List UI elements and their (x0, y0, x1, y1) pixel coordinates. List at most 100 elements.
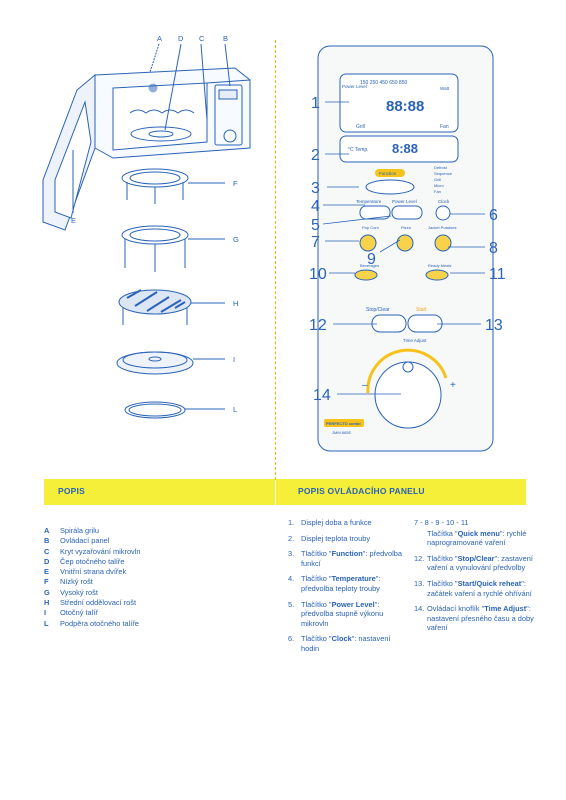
controls-list-number: 14. (414, 604, 425, 614)
display-power-scale: 150 250 450 650 850 (360, 80, 407, 86)
controls-list-number: 12. (414, 553, 425, 563)
parts-list-key: B (44, 536, 50, 546)
controls-list-text-bold: Start/Quick reheat (457, 578, 522, 588)
controls-list-text-bold: Time Adjust (484, 604, 527, 614)
legend-grill: Grill (434, 177, 441, 182)
callout-13: 13 (485, 317, 503, 334)
parts-list-key: I (44, 608, 47, 618)
parts-list-key: D (44, 556, 50, 566)
parts-list-item: A Spirála grilu (44, 526, 141, 536)
parts-list-item: D Čep otočného talíře (44, 557, 141, 567)
controls-list-text-post: ": rychlé naprogramované vaření (427, 528, 527, 548)
pizza-button[interactable] (396, 234, 414, 252)
controls-list-text-pre: Tlačítko " (301, 634, 332, 644)
start-button[interactable] (407, 314, 443, 333)
controls-list-text: Tlačítko "Stop/Clear": zastavení vaření … (427, 554, 534, 573)
controls-list-text-pre: Tlačítko " (301, 549, 332, 559)
figure-label-g: G (233, 235, 239, 244)
legend-sequence: Sequence (434, 171, 453, 176)
stop-clear-button[interactable] (371, 314, 407, 333)
header-popis-panelu: POPIS OVLÁDACÍHO PANELU (298, 486, 425, 496)
controls-list-text: Tlačítko "Power Level": předvolba stupně… (301, 600, 408, 629)
parts-list-item: B Ovládací panel (44, 536, 141, 546)
microwave-exploded-figure: A D C B E F G H I L (42, 34, 251, 419)
knob-minus: – (362, 380, 368, 391)
popcorn-button[interactable] (359, 234, 377, 252)
callout-11: 11 (489, 266, 506, 283)
controls-list-text-bold: Stop/Clear (457, 553, 495, 563)
parts-list-text: Čep otočného talíře (60, 556, 125, 566)
parts-list-text: Ovládací panel (60, 536, 110, 546)
controls-list-text-post: ": předvolba teploty trouby (301, 574, 381, 593)
controls-list-text-bold: Temperature (331, 574, 376, 584)
controls-list-number (414, 529, 427, 548)
controls-list-text-pre: Tlačítko " (301, 599, 332, 609)
display-temp-label: °C Temp. (348, 147, 369, 153)
function-label: Function (379, 171, 397, 176)
parts-list-item: F Nízký rošt (44, 577, 141, 587)
controls-list-item: 13.Tlačítko "Start/Quick reheat": začáte… (414, 579, 534, 598)
clock-button[interactable] (435, 205, 451, 221)
legend-fan: Fan (434, 189, 441, 194)
controls-list-text: Tlačítko "Clock": nastavení hodin (301, 634, 408, 653)
legend-micro: Micro (434, 183, 445, 188)
brand-label: PERFECTO combi (326, 421, 361, 426)
figure-label-l: L (233, 405, 237, 414)
controls-list-text-post: ": nastavení přesného času a doby vaření (427, 604, 534, 633)
callout-9: 9 (367, 251, 376, 268)
callout-4: 4 (311, 198, 320, 215)
temperature-button[interactable] (359, 205, 391, 220)
function-button[interactable] (365, 179, 415, 195)
callout-5: 5 (311, 217, 320, 234)
parts-list-text: Nízký rošt (60, 577, 93, 587)
display-temp-digits: 8:88 (392, 141, 418, 156)
figure-label-i: I (233, 355, 235, 364)
display-fan-label: Fan (440, 124, 449, 130)
controls-list-text-post: ": nastavení hodin (301, 634, 391, 653)
parts-list-text: Střední oddělovací rošt (60, 598, 137, 608)
panel-callouts: 1 2 3 4 5 6 7 8 9 10 11 12 13 14 (309, 95, 506, 404)
controls-list-text-pre: Displej teplota trouby (301, 533, 371, 543)
figure-label-c: C (199, 34, 205, 43)
parts-list-item: H Střední oddělovací rošt (44, 598, 141, 608)
controls-list-text-pre: Tlačítko " (301, 574, 332, 584)
ready-meals-label: Ready Meals (428, 263, 451, 268)
parts-list-text: Otočný talíř (60, 608, 98, 618)
jacket-potatoes-label: Jacket Potatoes (428, 225, 456, 230)
parts-list-key: F (44, 577, 49, 587)
controls-quick-menu-range: 7 - 8 - 9 - 10 - 11 (414, 518, 469, 527)
stop-clear-label: Stop/Clear (366, 307, 390, 313)
beverages-button[interactable] (354, 269, 378, 281)
parts-list-text: Spirála grilu (60, 526, 100, 535)
controls-list-text: Tlačítka "Quick menu": rychlé naprogramo… (427, 529, 534, 548)
ready-meals-button[interactable] (425, 269, 449, 281)
controls-list-item: 6.Tlačítko "Clock": nastavení hodin (288, 634, 408, 653)
power-level-button[interactable] (391, 205, 423, 220)
model-label: JMM 865E (332, 430, 351, 435)
callout-8: 8 (489, 240, 498, 257)
control-panel-figure: Power Level 150 250 450 650 850 Watt 88:… (317, 45, 494, 452)
controls-list-number: 13. (414, 578, 425, 588)
parts-list-key: H (44, 598, 50, 608)
knob-plus: + (450, 380, 456, 391)
beverages-label: Beverages (360, 263, 379, 268)
controls-list-text-bold: Function (331, 549, 363, 559)
controls-list-text: Tlačítko "Temperature": předvolba teplot… (301, 574, 408, 593)
jacket-potatoes-button[interactable] (434, 234, 452, 252)
controls-list-text-pre: Ovládací knoflík " (427, 604, 485, 614)
controls-list-text-post: ": předvolba funkcí (301, 549, 402, 568)
controls-list-text: Ovládací knoflík "Time Adjust": nastaven… (427, 604, 534, 633)
parts-list-text: Vysoký rošt (60, 587, 98, 597)
parts-list-key: A (44, 526, 50, 535)
clock-label: Clock (438, 199, 450, 204)
controls-list-text: Displej teplota trouby (301, 534, 370, 544)
controls-list-text-pre: Tlačítko " (427, 553, 458, 563)
controls-list-number: 4. (288, 574, 295, 584)
header-bar-left: POPIS (44, 479, 275, 505)
header-bar-right: POPIS OVLÁDACÍHO PANELU (276, 479, 526, 505)
